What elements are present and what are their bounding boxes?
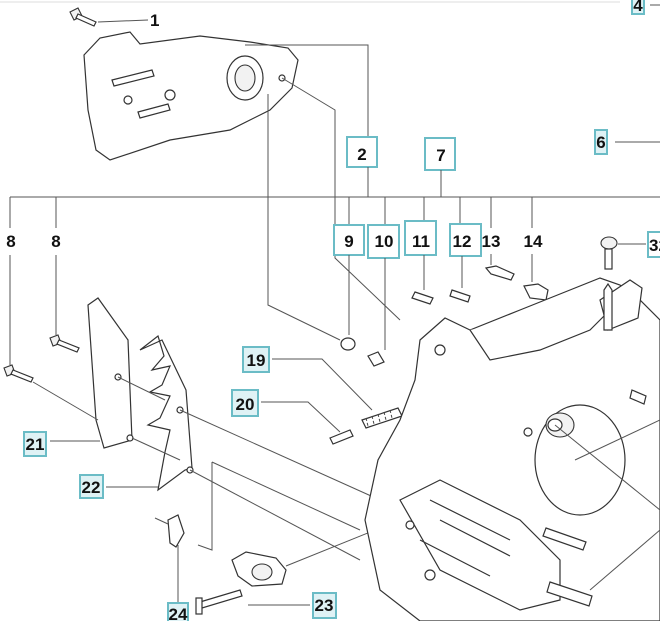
- callout-22: 22: [82, 478, 101, 497]
- part-cover-2: [83, 31, 299, 161]
- callout-7: 7: [436, 146, 445, 165]
- part-pin-20: [329, 429, 354, 445]
- part-screw-12: [449, 289, 471, 303]
- callout-14: 14: [524, 232, 543, 251]
- callout-box-23: [312, 592, 337, 619]
- part-spike-bumper-22: [139, 334, 194, 492]
- callout-8b: 8: [51, 232, 60, 251]
- part-washer-9: [340, 337, 356, 351]
- callout-box-22: [79, 474, 104, 499]
- callout-10: 10: [375, 232, 394, 251]
- part-pin-10: [367, 351, 385, 367]
- part-screw-8a: [3, 364, 34, 383]
- part-screw-8b: [49, 334, 80, 353]
- part-screw-1: [69, 7, 97, 27]
- callout-6: 6: [596, 133, 605, 152]
- callout-1: 1: [150, 11, 159, 30]
- callout-box-20: [231, 389, 259, 417]
- callout-32: 32: [649, 236, 660, 255]
- part-pin-11: [411, 291, 434, 305]
- callout-2: 2: [357, 145, 366, 164]
- part-screw-13: [484, 265, 515, 281]
- callout-box-12: [449, 223, 482, 257]
- callout-20: 20: [236, 395, 255, 414]
- callout-box-2: [346, 136, 378, 168]
- callout-9: 9: [344, 232, 353, 251]
- callout-box-6: [594, 129, 608, 155]
- callout-box-11: [404, 220, 437, 256]
- callout-box-19: [242, 346, 270, 373]
- callout-4: 4: [633, 0, 643, 15]
- part-clip-24: [167, 514, 185, 548]
- callout-8a: 8: [6, 232, 15, 251]
- part-crankcase: [364, 277, 660, 621]
- part-nut-14: [523, 283, 549, 301]
- part-screw-32: [600, 236, 618, 270]
- callout-box-10: [367, 224, 400, 259]
- callout-box-21: [23, 431, 47, 457]
- part-plate-21: [87, 297, 134, 449]
- callout-box-32: [647, 231, 660, 258]
- callout-box-9: [333, 224, 365, 256]
- callout-box-7: [424, 137, 456, 171]
- callout-box-4: [631, 0, 645, 15]
- callout-12: 12: [453, 232, 472, 251]
- callout-19: 19: [247, 351, 266, 370]
- callout-21: 21: [26, 435, 45, 454]
- part-chain-tensioner-23: [195, 551, 287, 615]
- callout-24: 24: [169, 605, 188, 621]
- callout-13: 13: [482, 232, 501, 251]
- callout-23: 23: [315, 596, 334, 615]
- callout-11: 11: [412, 232, 430, 251]
- callout-box-24: [167, 602, 189, 621]
